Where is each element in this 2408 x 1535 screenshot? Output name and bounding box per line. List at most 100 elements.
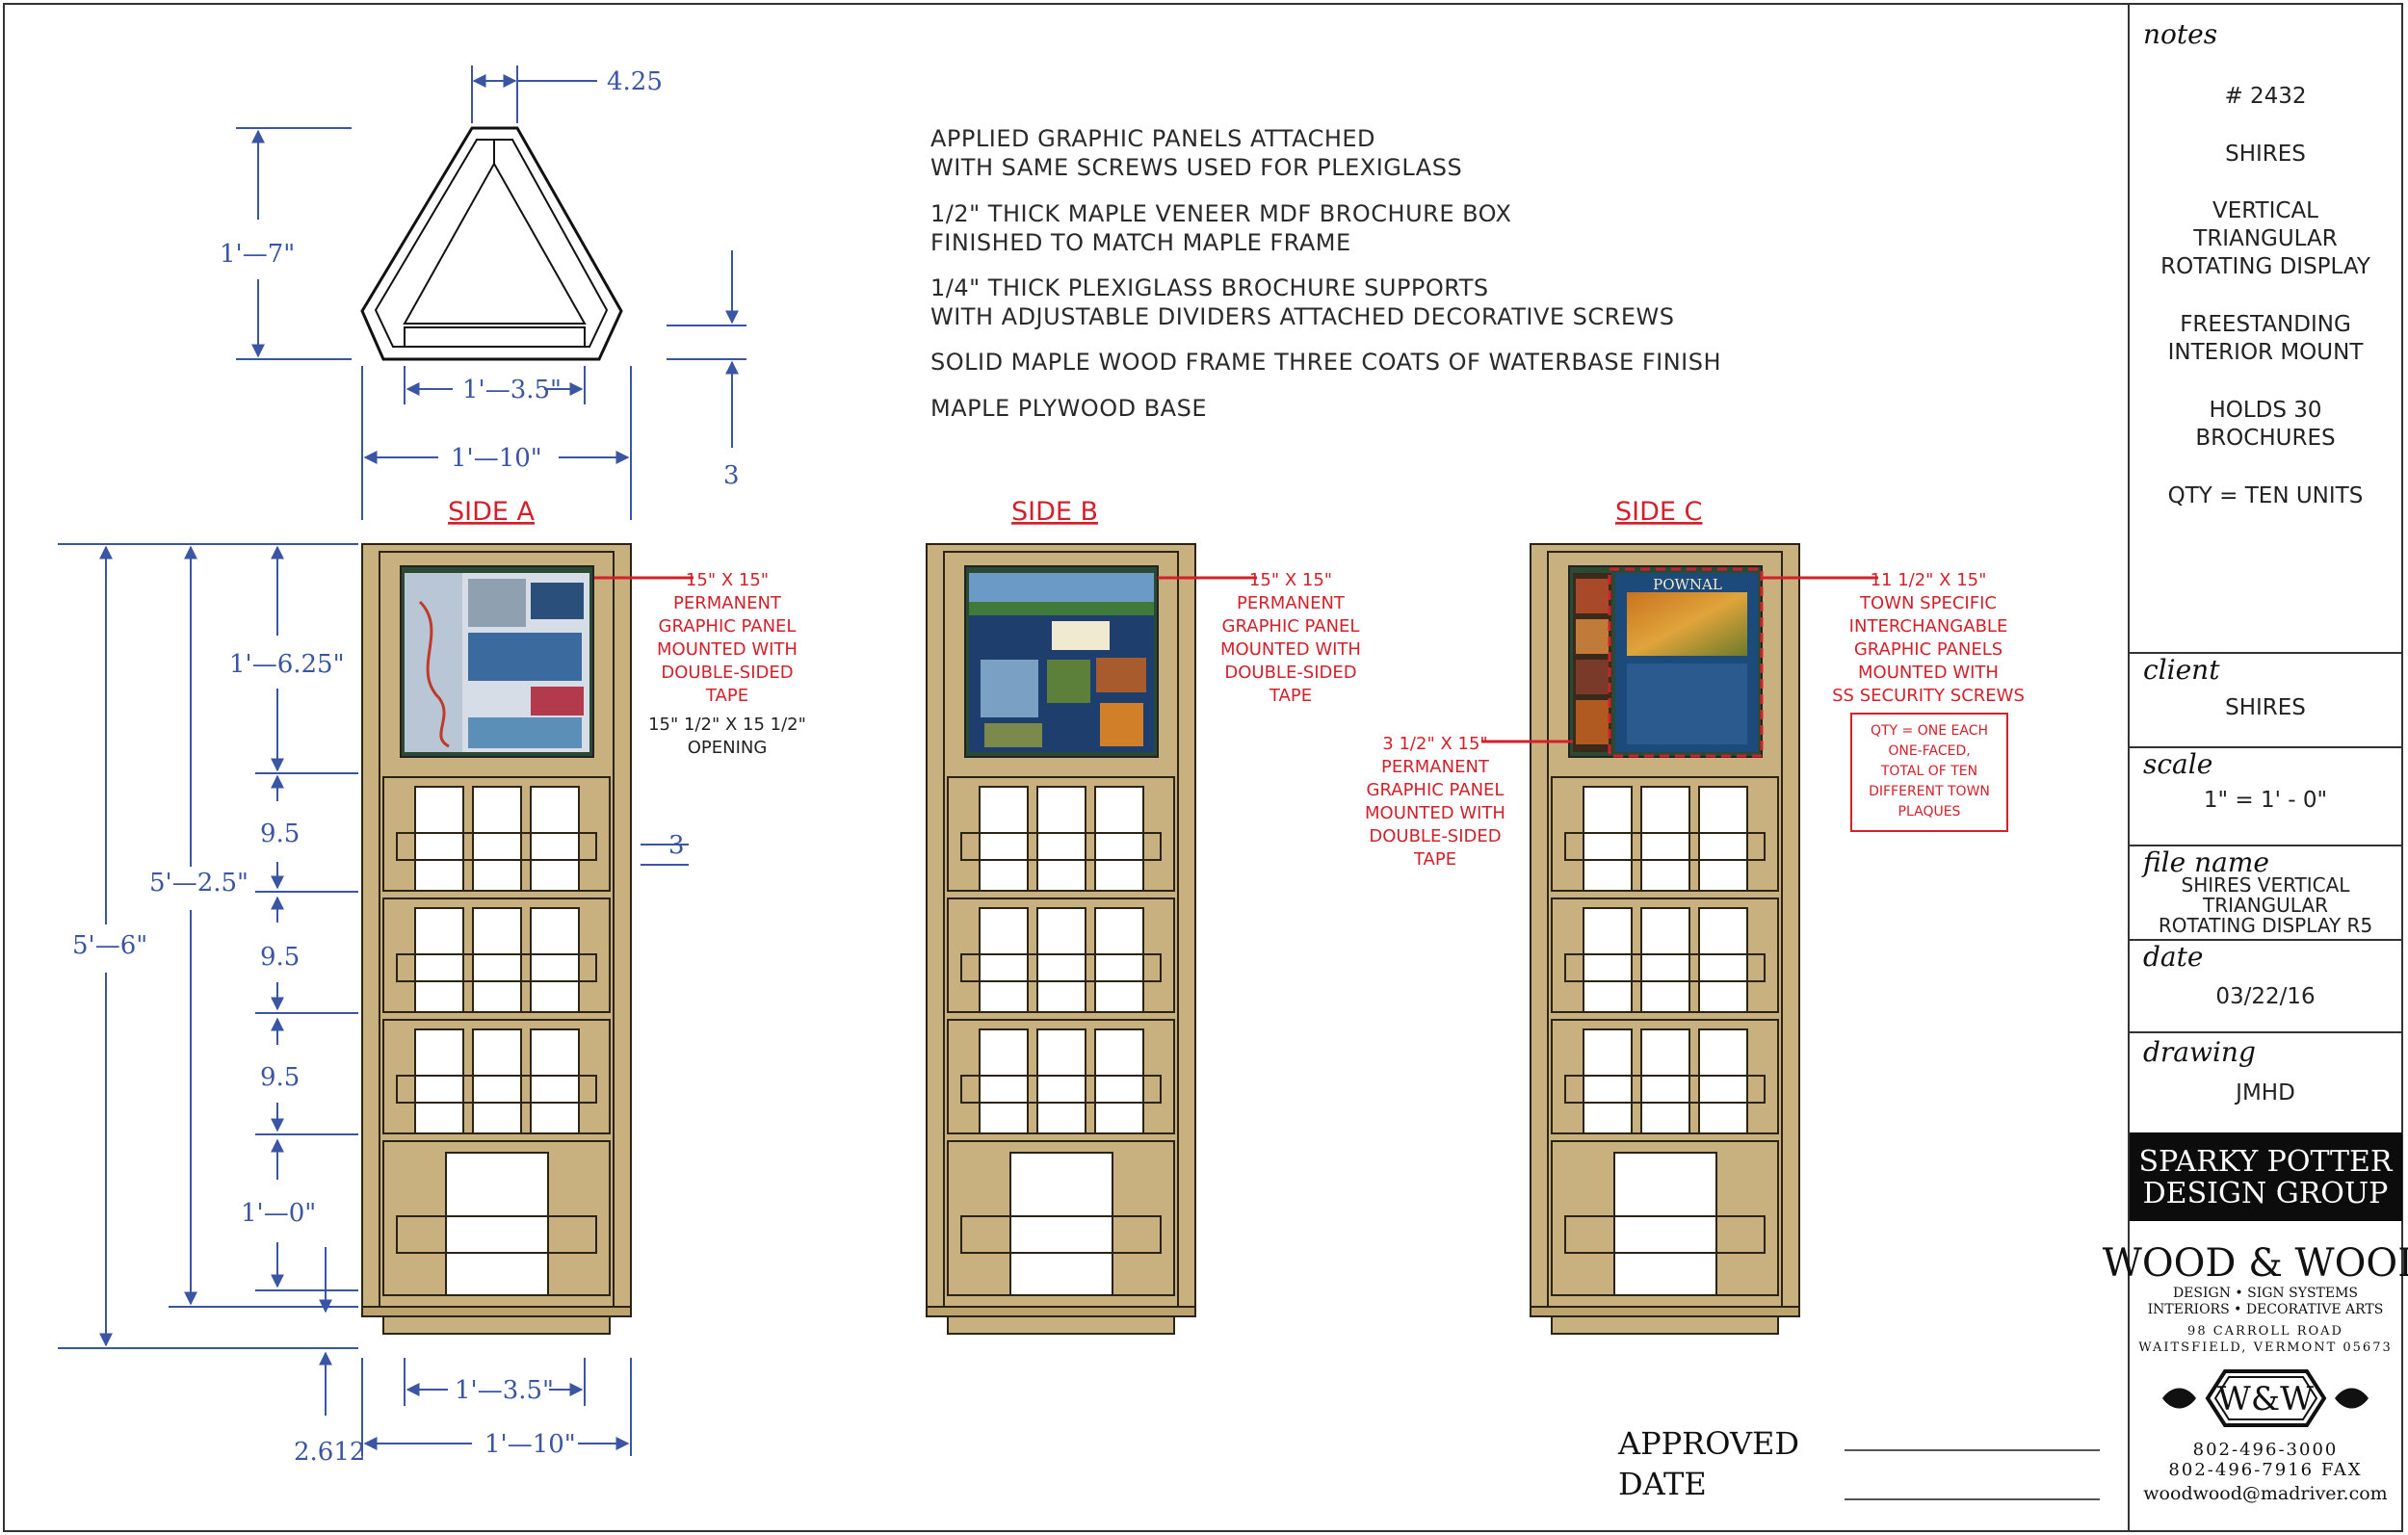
spec-line: FINISHED TO MATCH MAPLE FRAME: [930, 229, 1351, 256]
drawing-value: JMHD: [2234, 1080, 2295, 1106]
plan-view: 4.25 1'—7" 1'—3.5" 1'—10" 3: [220, 65, 746, 520]
callout-line: INTERCHANGABLE: [1849, 616, 2008, 637]
side-b-label: SIDE B: [1011, 497, 1098, 527]
qty-line: ONE-FACED,: [1888, 743, 1970, 759]
spec-line: 1/4" THICK PLEXIGLASS BROCHURE SUPPORTS: [930, 274, 1489, 301]
spec-line: APPLIED GRAPHIC PANELS ATTACHED: [930, 125, 1375, 152]
callout-line: GRAPHIC PANELS: [1854, 639, 2002, 660]
callout-line: GRAPHIC PANEL: [1222, 616, 1360, 637]
file-name-label: file name: [2141, 846, 2269, 878]
callout-line: DOUBLE-SIDED: [1224, 663, 1356, 683]
callout-line: PERMANENT: [673, 593, 782, 613]
file-name-line: ROTATING DISPLAY R5: [2159, 914, 2372, 937]
callout-side-c-left: 3 1/2" X 15" PERMANENT GRAPHIC PANEL MOU…: [1365, 734, 1573, 870]
elev-outer-width-label: 1'—10": [484, 1430, 576, 1459]
spec-line: WITH SAME SCREWS USED FOR PLEXIGLASS: [930, 154, 1462, 181]
scale-label: scale: [2143, 748, 2212, 780]
callout-line: SS SECURITY SCREWS: [1832, 686, 2025, 706]
callout-side-c-right: 11 1/2" X 15" TOWN SPECIFIC INTERCHANGAB…: [1763, 570, 2025, 832]
callout-line: MOUNTED WITH: [657, 639, 798, 660]
approved-label: APPROVED: [1617, 1425, 1799, 1462]
shelf2-height-label: 9.5: [260, 943, 300, 972]
fax: 802-496-7916 FAX: [2168, 1460, 2362, 1480]
callout-line: MOUNTED WITH: [1858, 663, 1999, 683]
elevation-dimensions: 5'—6" 5'—2.5" 1'—6.25" 9.5 9.5 9.5 1'—0"…: [58, 543, 689, 1467]
date-block-label: date: [2143, 941, 2203, 973]
file-name-line: SHIRES VERTICAL: [2182, 873, 2351, 897]
callout-line: PERMANENT: [1381, 757, 1490, 777]
plan-height-label: 1'—7": [220, 240, 295, 269]
note-line: # 2432: [2224, 84, 2306, 109]
note-line: INTERIOR MOUNT: [2168, 340, 2365, 365]
callout-c-right-size: 11 1/2" X 15": [1871, 570, 1987, 590]
qty-line: PLAQUES: [1898, 804, 1961, 820]
shelf3-height-label: 9.5: [260, 1063, 300, 1092]
sheet-border: [3, 3, 2403, 1532]
bottom-height-label: 1'—0": [241, 1199, 316, 1228]
notes-label: notes: [2143, 18, 2217, 50]
shelf1-height-label: 9.5: [260, 820, 300, 848]
company-address: 98 CARROLL ROAD: [2187, 1324, 2343, 1339]
callout-line: MOUNTED WITH: [1365, 803, 1505, 823]
company-tagline: INTERIORS • DECORATIVE ARTS: [2148, 1302, 2384, 1317]
cabinet-side-a: [361, 543, 632, 1335]
plan-outer-width-label: 1'—10": [451, 444, 542, 473]
title-block: notes # 2432 SHIRES VERTICAL TRIANGULAR …: [2103, 18, 2408, 1504]
spec-line: SOLID MAPLE WOOD FRAME THREE COATS OF WA…: [930, 349, 1721, 376]
callout-a-size: 15" X 15": [686, 570, 769, 590]
spec-line: 1/2" THICK MAPLE VENEER MDF BROCHURE BOX: [930, 200, 1511, 227]
callout-side-a: 15" X 15" PERMANENT GRAPHIC PANEL MOUNTE…: [594, 570, 806, 758]
plan-top-width-label: 4.25: [607, 67, 663, 96]
note-line: QTY = TEN UNITS: [2168, 483, 2364, 508]
plan-inner-width-label: 1'—3.5": [462, 376, 562, 404]
client-label: client: [2143, 654, 2220, 686]
note-line: BROCHURES: [2195, 426, 2335, 451]
note-line: FREESTANDING: [2180, 312, 2351, 337]
logo-text: W&W: [2217, 1380, 2314, 1418]
side-depth-label: 3: [668, 831, 685, 860]
spec-line: MAPLE PLYWOOD BASE: [930, 395, 1207, 422]
scale-value: 1" = 1' - 0": [2204, 788, 2327, 813]
date-value: 03/22/16: [2215, 984, 2315, 1009]
qty-line: QTY = ONE EACH: [1871, 723, 1988, 739]
qty-box: [1850, 713, 2008, 832]
client-value: SHIRES: [2225, 695, 2306, 720]
panel-height-label: 1'—6.25": [229, 650, 345, 679]
callout-c-left-size: 3 1/2" X 15": [1382, 734, 1487, 754]
company-tagline: DESIGN • SIGN SYSTEMS: [2173, 1286, 2358, 1301]
sparky-potter-banner: [2130, 1132, 2402, 1221]
file-name-line: TRIANGULAR: [2202, 894, 2328, 917]
callout-line: DOUBLE-SIDED: [661, 663, 793, 683]
elev-inner-width-label: 1'—3.5": [455, 1376, 554, 1405]
opening-size: 15" 1/2" X 15 1/2": [648, 715, 806, 735]
cabinet-side-b: [926, 543, 1196, 1335]
approval-block: APPROVED DATE: [1617, 1425, 2100, 1502]
callout-line: GRAPHIC PANEL: [659, 616, 797, 637]
pownal-panel-title: POWNAL: [1653, 576, 1722, 593]
spec-line: WITH ADJUSTABLE DIVIDERS ATTACHED DECORA…: [930, 303, 1674, 330]
side-a-label: SIDE A: [448, 497, 536, 527]
opening-label: OPENING: [688, 738, 768, 758]
banner-line: SPARKY POTTER: [2138, 1145, 2393, 1179]
note-line: TRIANGULAR: [2192, 226, 2337, 251]
callout-side-b: 15" X 15" PERMANENT GRAPHIC PANEL MOUNTE…: [1158, 570, 1361, 706]
callout-line: TOWN SPECIFIC: [1859, 593, 1997, 613]
callout-line: GRAPHIC PANEL: [1367, 780, 1505, 800]
spec-notes: APPLIED GRAPHIC PANELS ATTACHED WITH SAM…: [930, 125, 1721, 422]
callout-b-size: 15" X 15": [1249, 570, 1332, 590]
cabinet-side-c: [1530, 543, 1800, 1335]
callout-line: MOUNTED WITH: [1220, 639, 1361, 660]
callout-line: TAPE: [705, 686, 748, 706]
qty-line: TOTAL OF TEN: [1880, 764, 1977, 779]
plan-depth-label: 3: [723, 461, 740, 490]
note-line: HOLDS 30: [2209, 398, 2321, 423]
phone: 802-496-3000: [2193, 1440, 2339, 1460]
callout-line: TAPE: [1413, 849, 1456, 870]
date-label: DATE: [1618, 1466, 1707, 1502]
email: woodwood@madriver.com: [2143, 1483, 2387, 1504]
drawing-label: drawing: [2143, 1036, 2256, 1068]
note-line: ROTATING DISPLAY: [2160, 254, 2371, 279]
company-address: WAITSFIELD, VERMONT 05673: [2138, 1340, 2392, 1355]
note-line: VERTICAL: [2212, 198, 2318, 223]
company-name: WOOD & WOOD: [2103, 1241, 2408, 1286]
